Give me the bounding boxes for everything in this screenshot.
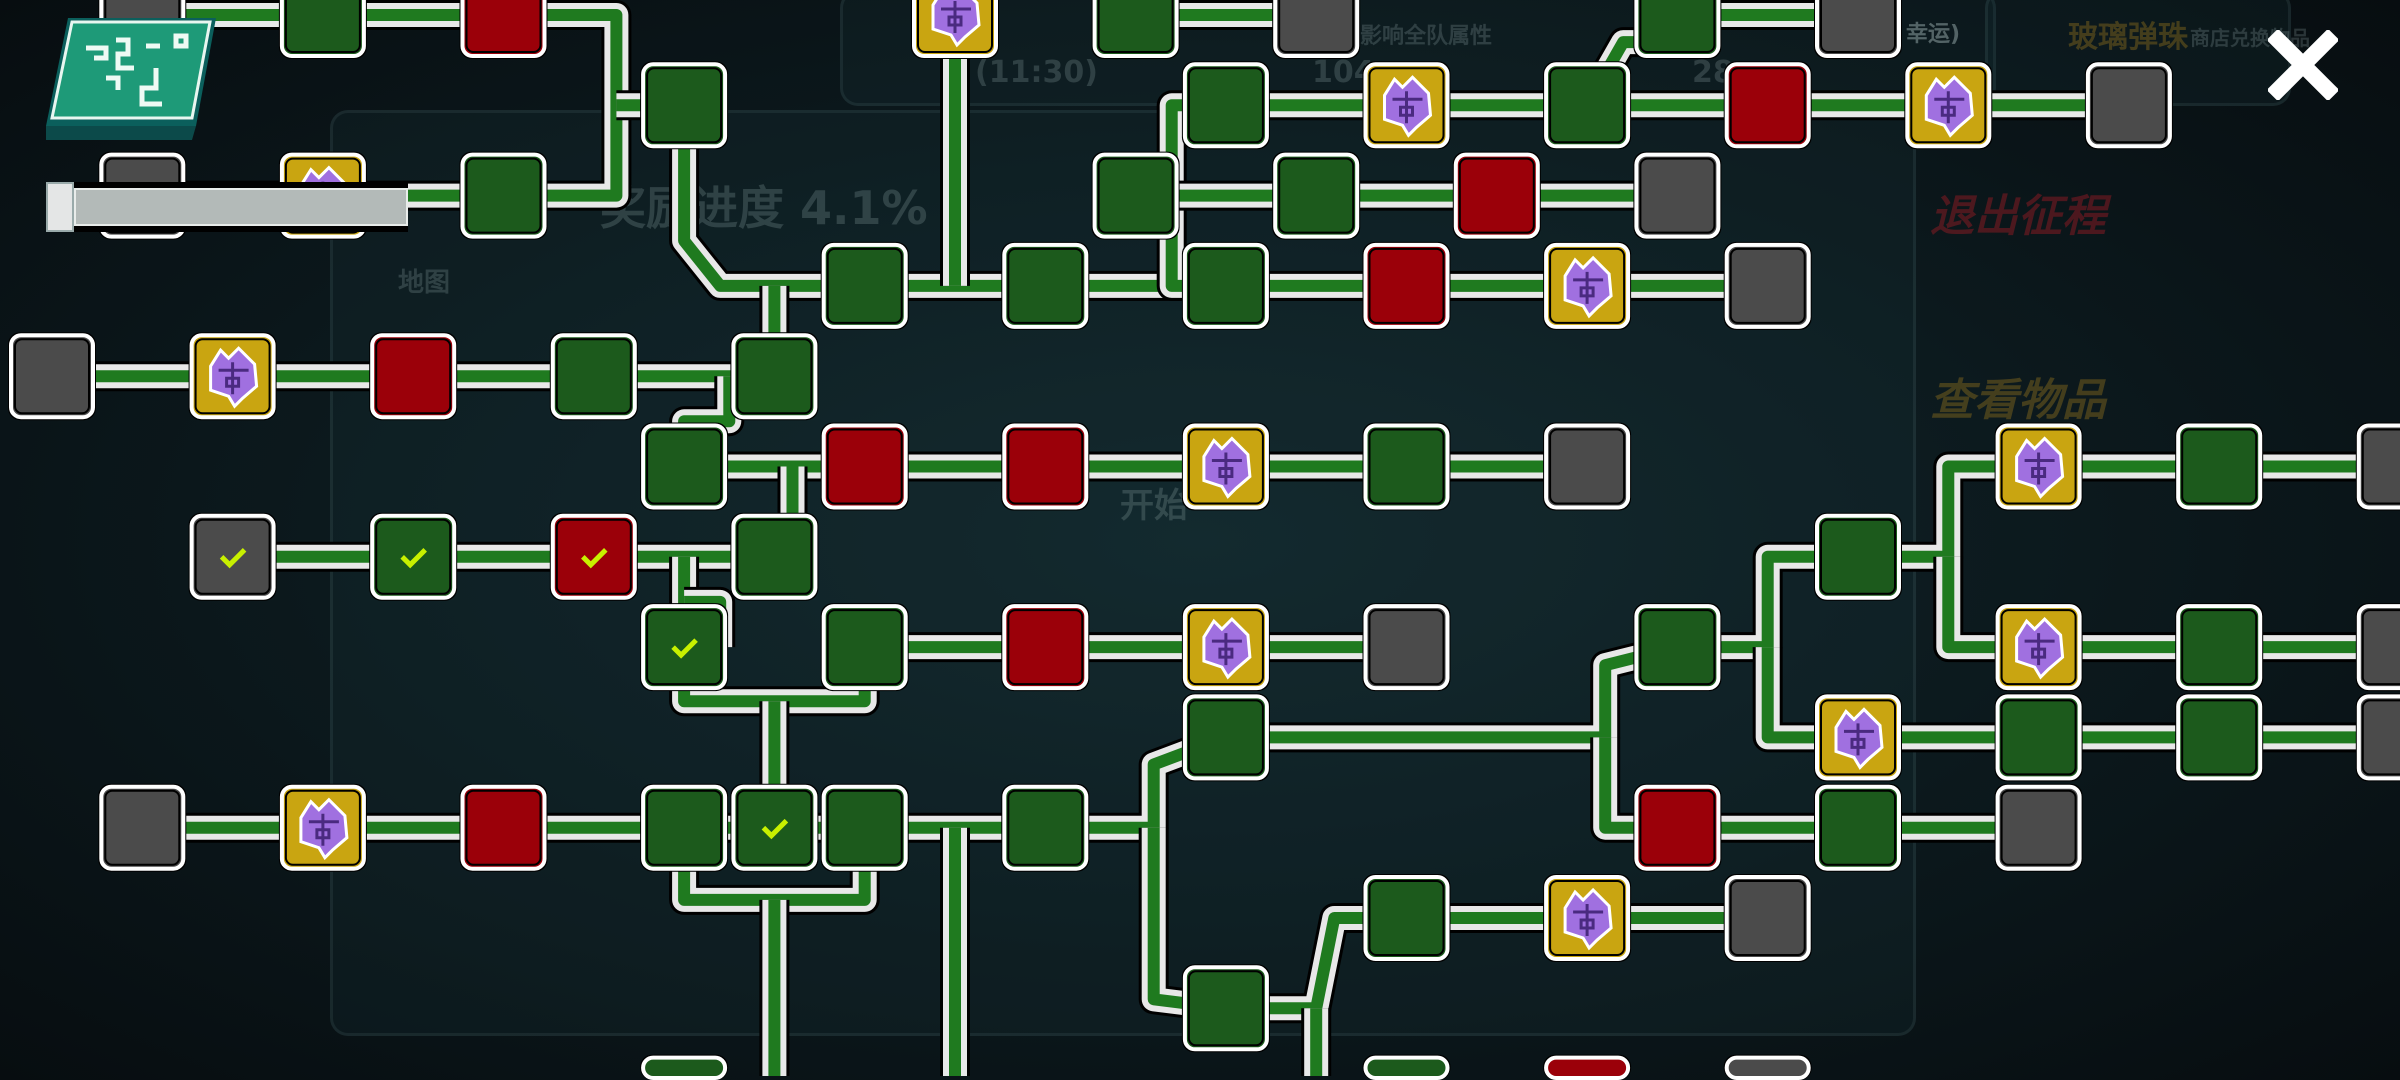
- map-node-battle[interactable]: [640, 422, 729, 511]
- close-icon[interactable]: [2268, 30, 2338, 100]
- scroll-handle[interactable]: [46, 182, 74, 232]
- map-node-battle[interactable]: [820, 603, 909, 692]
- map-node-battle[interactable]: [1633, 603, 1722, 692]
- map-node-battle[interactable]: [1814, 512, 1902, 601]
- map-node-treasure[interactable]: [1181, 422, 1270, 511]
- map-node-battle[interactable]: [1814, 783, 1902, 872]
- map-node-elite[interactable]: [1452, 151, 1541, 240]
- map-node-battle[interactable]: [1272, 151, 1361, 240]
- check-icon: [581, 548, 608, 569]
- luck-label: 幸运): [1906, 22, 1961, 47]
- map-node-battle[interactable]: [1001, 241, 1090, 330]
- map-node-unknown[interactable]: [2084, 61, 2173, 150]
- map-node-battle[interactable]: [730, 332, 819, 421]
- map-node-unknown[interactable]: [1814, 0, 1902, 59]
- map-node-treasure[interactable]: [1543, 874, 1632, 962]
- check-icon: [400, 548, 427, 569]
- reward-progress-text: 奖励进度 4.1%: [600, 181, 928, 235]
- map-node-elite[interactable]: [369, 332, 458, 421]
- map-node-unknown[interactable]: [1994, 783, 2083, 872]
- map-node-battle[interactable]: [1181, 241, 1270, 330]
- map-node-battle[interactable]: [820, 241, 909, 330]
- marbles-title: 玻璃弹珠: [2068, 20, 2188, 55]
- map-node-unknown[interactable]: [1723, 1054, 1812, 1080]
- map-node-unknown[interactable]: [2355, 603, 2400, 692]
- map-node-unknown[interactable]: [1272, 0, 1361, 59]
- map-node-battle-visited[interactable]: [730, 783, 819, 872]
- map-node-elite[interactable]: [459, 0, 548, 59]
- map-node-treasure[interactable]: [188, 332, 277, 421]
- map-node-battle[interactable]: [1362, 874, 1451, 962]
- map-node-battle[interactable]: [820, 783, 909, 872]
- map-node-unknown[interactable]: [2355, 422, 2400, 511]
- map-node-battle[interactable]: [1091, 151, 1180, 240]
- start-label: 开始: [1120, 486, 1188, 526]
- map-node-elite[interactable]: [1001, 422, 1090, 511]
- check-icon: [671, 638, 698, 659]
- map-node-treasure[interactable]: [278, 783, 367, 872]
- map-node-elite[interactable]: [1362, 241, 1451, 330]
- map-node-treasure[interactable]: [1994, 603, 2083, 692]
- map-node-elite[interactable]: [1001, 603, 1090, 692]
- map-node-unknown-visited[interactable]: [188, 512, 277, 601]
- map-node-battle[interactable]: [2175, 603, 2264, 692]
- map-node-elite[interactable]: [1543, 1054, 1632, 1080]
- map-scroll-bar[interactable]: [46, 182, 408, 232]
- map-node-battle[interactable]: [1994, 693, 2083, 782]
- view-items-button[interactable]: 查看物品: [1930, 375, 2106, 426]
- map-node-battle[interactable]: [730, 512, 819, 601]
- check-icon: [761, 818, 789, 840]
- map-node-elite-visited[interactable]: [549, 512, 638, 601]
- map-node-treasure[interactable]: [911, 0, 999, 59]
- map-node-elite[interactable]: [459, 783, 548, 872]
- map-path: [142, 731, 1229, 834]
- map-node-treasure[interactable]: [1994, 422, 2083, 511]
- map-label[interactable]: 地图: [398, 268, 451, 298]
- map-node-battle[interactable]: [2175, 422, 2264, 511]
- timer-text: (11:30): [975, 55, 1098, 90]
- map-node-battle[interactable]: [1181, 964, 1270, 1053]
- map-node-battle[interactable]: [1362, 422, 1451, 511]
- map-node-battle[interactable]: [1091, 0, 1180, 59]
- map-node-battle[interactable]: [640, 1054, 729, 1080]
- map-path: [1677, 550, 1858, 654]
- map-node-treasure[interactable]: [1814, 693, 1902, 782]
- map-node-battle[interactable]: [1362, 1054, 1451, 1080]
- map-node-battle[interactable]: [1001, 783, 1090, 872]
- map-node-battle-visited[interactable]: [640, 603, 729, 692]
- map-node-battle[interactable]: [1181, 693, 1270, 782]
- map-node-unknown[interactable]: [1543, 422, 1632, 511]
- map-node-battle[interactable]: [1543, 61, 1632, 150]
- map-node-elite[interactable]: [1633, 783, 1722, 872]
- exit-expedition-button[interactable]: 退出征程: [1930, 191, 2106, 242]
- map-node-unknown[interactable]: [98, 783, 187, 872]
- map-node-treasure[interactable]: [1181, 603, 1270, 692]
- map-node-elite[interactable]: [1723, 61, 1812, 150]
- map-node-unknown[interactable]: [1362, 603, 1451, 692]
- map-node-unknown[interactable]: [2355, 693, 2400, 782]
- map-node-unknown[interactable]: [1723, 874, 1812, 962]
- map-node-battle[interactable]: [459, 151, 548, 240]
- map-node-unknown[interactable]: [1633, 151, 1722, 240]
- check-icon: [219, 548, 247, 569]
- team-attr-label: 影响全队属性: [1360, 24, 1493, 49]
- map-logo-icon[interactable]: [46, 18, 216, 143]
- map-node-battle[interactable]: [640, 783, 729, 872]
- map-node-battle-visited[interactable]: [369, 512, 458, 601]
- map-node-battle[interactable]: [1633, 0, 1722, 59]
- scroll-track[interactable]: [74, 188, 408, 226]
- map-node-elite[interactable]: [820, 422, 909, 511]
- map-node-unknown[interactable]: [8, 332, 96, 421]
- map-node-treasure[interactable]: [1543, 241, 1632, 330]
- map-node-battle[interactable]: [2175, 693, 2264, 782]
- map-node-battle[interactable]: [549, 332, 638, 421]
- map-node-battle[interactable]: [640, 61, 729, 150]
- map-node-battle[interactable]: [1181, 61, 1270, 150]
- map-node-treasure[interactable]: [1362, 61, 1451, 150]
- map-node-unknown[interactable]: [1723, 241, 1812, 330]
- map-nodes: [8, 0, 2400, 1080]
- map-node-treasure[interactable]: [1904, 61, 1993, 150]
- map-node-battle[interactable]: [278, 0, 367, 59]
